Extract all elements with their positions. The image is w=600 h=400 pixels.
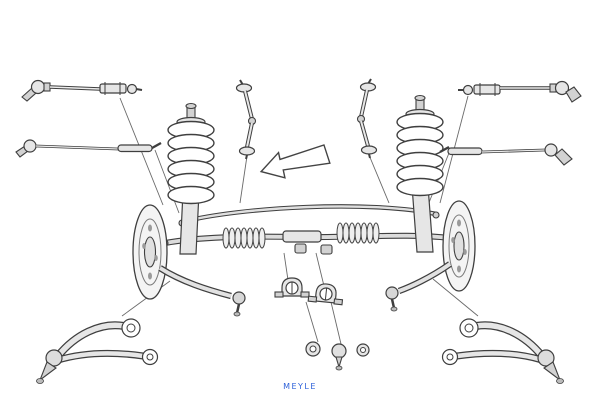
link-paddle-top xyxy=(235,83,253,93)
tie-rod-end-ball-left xyxy=(30,79,46,95)
control-arm-left xyxy=(36,318,159,384)
ball-joint-knuckle-right xyxy=(385,286,399,300)
link-paddle-bottom xyxy=(238,146,256,156)
bar-clamp-right xyxy=(320,244,333,255)
stabilizer-link-right xyxy=(356,78,378,159)
adjusting-sleeve xyxy=(99,83,127,94)
ball-stud-cone xyxy=(554,148,573,166)
hub-center-right xyxy=(453,231,465,261)
watermark-text: MEYLE xyxy=(283,382,317,391)
rack-boot-right xyxy=(336,222,380,244)
outer-tie-rod-left xyxy=(21,79,143,102)
adjusting-sleeve xyxy=(473,84,501,95)
steering-arm-right xyxy=(385,261,452,312)
small-ball-joint xyxy=(331,343,347,359)
steering-arm-left xyxy=(158,265,246,317)
bushing-bracket-right xyxy=(307,283,344,306)
outer-tie-rod-right xyxy=(458,80,582,103)
ball-stud-cone xyxy=(565,86,582,103)
direction-arrow xyxy=(259,144,331,179)
coil-spring-left xyxy=(167,120,215,205)
tie-rod-end-ball-right xyxy=(554,80,570,96)
inner-axial-rod-left xyxy=(15,139,162,158)
stabilizer-link-left xyxy=(235,79,257,160)
arm-ball-joint-left xyxy=(45,349,63,367)
bar-clamp-left xyxy=(294,243,307,254)
rack-housing xyxy=(282,230,322,243)
bushing-set-with-ball-joint xyxy=(305,341,370,371)
coil-spring-right xyxy=(396,112,444,197)
inner-axial-rod-right xyxy=(439,143,573,166)
brake-disc-hub-left xyxy=(132,204,168,300)
stabilizer-bushing-bracket-pair xyxy=(274,277,344,306)
axial-ball-left xyxy=(23,139,37,153)
arm-ball-joint-right xyxy=(537,349,555,367)
bar-end-right xyxy=(432,211,440,219)
bushing-bracket-left xyxy=(274,277,310,298)
axial-ball-right xyxy=(544,143,558,157)
brake-disc-hub-right xyxy=(442,200,476,292)
link-paddle-top xyxy=(359,82,377,92)
steering-rack-with-boots xyxy=(161,222,453,255)
ball-joint-knuckle-left xyxy=(232,291,246,305)
stabilizer-bar xyxy=(178,204,440,227)
rack-boot-left xyxy=(222,227,266,249)
link-paddle-bottom xyxy=(360,145,378,155)
hub-center-left xyxy=(143,236,157,268)
control-arm-right xyxy=(441,318,564,384)
